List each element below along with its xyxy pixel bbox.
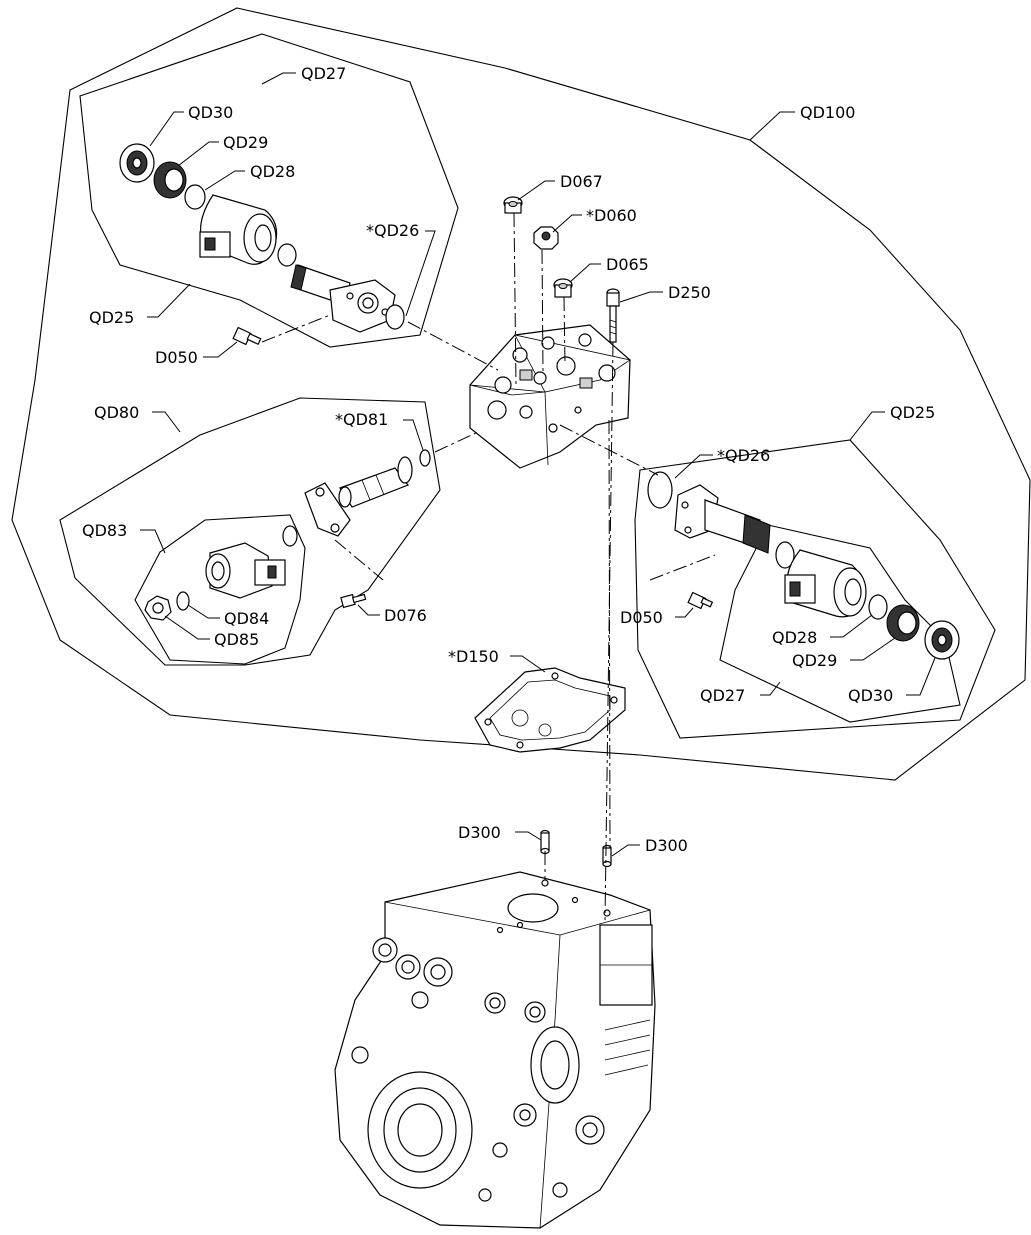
label-qd83: QD83 — [82, 521, 127, 540]
qd28-oring-top — [184, 184, 206, 210]
d300-dowel-right — [602, 844, 612, 868]
solenoid-coil-right — [784, 549, 867, 618]
oring-top-small — [277, 243, 297, 267]
label-d050-right: D050 — [620, 608, 663, 627]
label-d065: D065 — [606, 255, 649, 274]
label-qd25-right: QD25 — [890, 403, 935, 422]
control-valve-block — [469, 324, 632, 469]
centerline-top-screw — [261, 314, 331, 343]
centerline-d250 — [604, 341, 614, 921]
qd28-oring-right — [868, 594, 888, 620]
valve-cartridge-right — [674, 484, 771, 554]
label-d300-left: D300 — [458, 823, 501, 842]
centerline-right-screw — [649, 554, 716, 581]
qd81-oring — [419, 449, 431, 467]
qd27-right-outline — [719, 524, 961, 723]
d300-dowel-left — [540, 829, 550, 855]
valve-cartridge-top — [290, 264, 396, 333]
sensor-flange — [304, 482, 351, 537]
label-qd28-right: QD28 — [772, 628, 817, 647]
label-d300-right: D300 — [645, 836, 688, 855]
qd85-nut — [144, 595, 172, 621]
label-d250: D250 — [668, 283, 711, 302]
d067-plug — [503, 196, 523, 214]
qd84-oring — [176, 591, 190, 611]
centerline-qd80 — [434, 431, 479, 453]
qd80-outline — [59, 397, 441, 666]
label-qd26-top: *QD26 — [366, 221, 419, 240]
label-qd29-right: QD29 — [792, 651, 837, 670]
qd29-ring-right — [886, 604, 920, 642]
label-qd26-right: *QD26 — [717, 446, 770, 465]
centerline-d060 — [541, 249, 544, 373]
qd83-outline — [134, 514, 306, 665]
label-qd30-top: QD30 — [188, 103, 233, 122]
centerline-d065 — [563, 296, 566, 366]
label-qd80: QD80 — [94, 403, 139, 422]
label-qd29-top: QD29 — [223, 133, 268, 152]
label-d050-left: D050 — [155, 348, 198, 367]
d060-nut — [533, 226, 559, 250]
qd26-oring-right — [647, 471, 673, 509]
centerline-top-solenoid — [407, 321, 499, 371]
label-qd30-right: QD30 — [848, 686, 893, 705]
label-qd100: QD100 — [800, 103, 855, 122]
qd30-nut-top — [119, 143, 155, 183]
d050-screw-left — [232, 326, 262, 346]
label-qd85: QD85 — [214, 630, 259, 649]
solenoid-coil-top — [199, 194, 278, 265]
leader-lines — [140, 72, 936, 857]
label-qd27-top: QD27 — [301, 64, 346, 83]
d050-screw-right — [687, 591, 714, 610]
qd83-sensor-body — [205, 542, 286, 599]
label-qd84: QD84 — [224, 609, 269, 628]
qd26-oring-top — [385, 304, 405, 330]
oring-qd80 — [282, 525, 298, 547]
d076-screw — [340, 593, 367, 609]
label-d067: D067 — [560, 172, 603, 191]
label-qd28-top: QD28 — [250, 162, 295, 181]
qd30-nut-right — [924, 620, 960, 660]
centerline-d076 — [334, 539, 384, 581]
qd81-sensor-shaft — [338, 456, 413, 508]
centerline-d067 — [513, 212, 517, 386]
label-qd27-right: QD27 — [700, 686, 745, 705]
label-d150: *D150 — [448, 647, 499, 666]
label-d060: *D060 — [586, 206, 637, 225]
label-qd25-left: QD25 — [89, 308, 134, 327]
pump-housing — [334, 871, 656, 1229]
d250-bolt — [606, 288, 620, 343]
qd25-right-outline — [634, 439, 996, 739]
d065-plug — [553, 278, 573, 298]
qd29-ring-top — [153, 161, 187, 199]
label-d076: D076 — [384, 606, 427, 625]
d150-gasket — [474, 667, 626, 753]
qd27-left-outline — [79, 33, 459, 348]
centerline-d300-right — [608, 419, 611, 849]
oring-right-small — [775, 541, 795, 569]
qd100-outline — [11, 7, 1031, 781]
label-qd81: *QD81 — [335, 410, 388, 429]
